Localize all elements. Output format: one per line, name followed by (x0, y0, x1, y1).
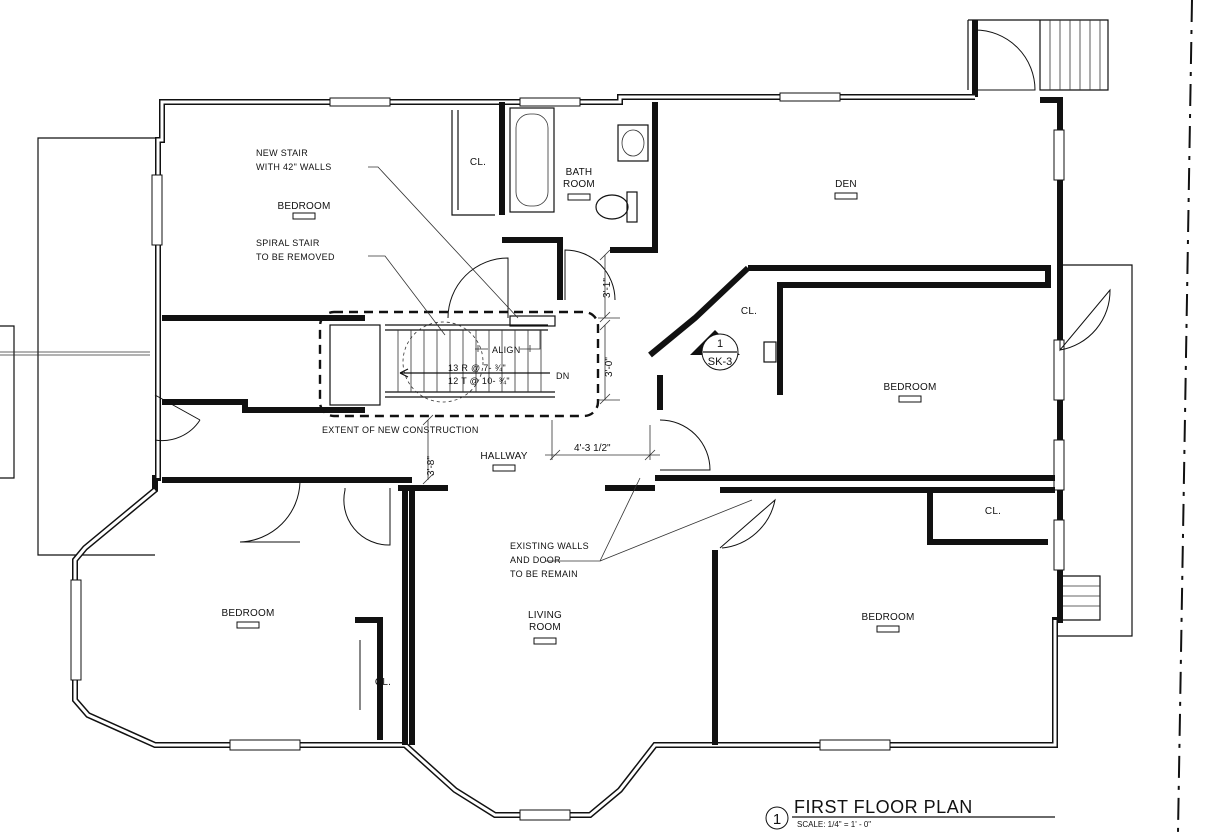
note-text: TO BE REMAIN (510, 569, 578, 579)
room-label: ROOM (563, 179, 595, 190)
note-text: NEW STAIR (256, 148, 308, 158)
doors (154, 29, 1111, 710)
room-labels: BEDROOM CL. BATH ROOM DEN CL. BEDROOM HA… (221, 157, 1001, 688)
title-number: 1 (773, 811, 781, 828)
room-label: BATH (566, 167, 593, 178)
note-text: 12 T @ 10- ¾" (448, 376, 510, 386)
toilet-bowl (595, 194, 629, 220)
dimension-label: 4'-3 1/2" (574, 443, 611, 454)
room-label: LIVING (528, 610, 562, 621)
room-label: DEN (835, 179, 857, 190)
title-text: FIRST FLOOR PLAN (794, 797, 973, 817)
room-label: BEDROOM (861, 612, 914, 623)
dimension-label: 3'-8" (426, 456, 437, 476)
note-text: EXISTING WALLS (510, 541, 589, 551)
exterior-walls (72, 20, 1063, 818)
note-text: SPIRAL STAIR (256, 238, 320, 248)
interior-walls (162, 102, 1055, 745)
room-label: BEDROOM (277, 201, 330, 212)
room-label: BEDROOM (221, 608, 274, 619)
extent-boundary (318, 310, 600, 418)
note-text: AND DOOR (510, 555, 561, 565)
room-label: HALLWAY (480, 451, 527, 462)
note-leaders (368, 166, 753, 562)
section-marker: 1 SK-3 (690, 330, 777, 371)
windows (70, 92, 1065, 821)
dimension-label: 3'-1" (602, 278, 613, 298)
title-scale: SCALE: 1/4" = 1' - 0" (797, 820, 871, 829)
drawing-title: 1 FIRST FLOOR PLAN SCALE: 1/4" = 1' - 0" (765, 797, 1055, 830)
room-label: ROOM (529, 622, 561, 633)
note-text: EXTENT OF NEW CONSTRUCTION (322, 425, 479, 435)
note-text: TO BE REMOVED (256, 252, 335, 262)
note-text: ALIGN (492, 345, 521, 355)
room-label: BEDROOM (883, 382, 936, 393)
section-number: 1 (717, 338, 723, 350)
porch-outlines (0, 19, 1133, 637)
section-sheet: SK-3 (708, 356, 732, 368)
notes: NEW STAIR WITH 42" WALLS SPIRAL STAIR TO… (256, 148, 589, 579)
dimensions: 3'-1" 3'-0" 3'-8" 4'-3 1/2" (422, 249, 660, 485)
room-label: CL. (741, 306, 757, 317)
note-text: 13 R @ 7- ¾" (448, 363, 506, 373)
room-label: CL. (985, 506, 1001, 517)
new-stair (329, 315, 556, 406)
toilet-tank (626, 191, 638, 223)
sink (617, 124, 649, 162)
note-text: DN (556, 371, 570, 381)
room-label: CL. (375, 677, 391, 688)
note-text: WITH 42" WALLS (256, 162, 332, 172)
property-line (1177, 0, 1193, 832)
fixtures (509, 107, 649, 223)
dimension-label: 3'-0" (604, 357, 615, 377)
bathtub (509, 107, 555, 213)
room-label: CL. (470, 157, 486, 168)
